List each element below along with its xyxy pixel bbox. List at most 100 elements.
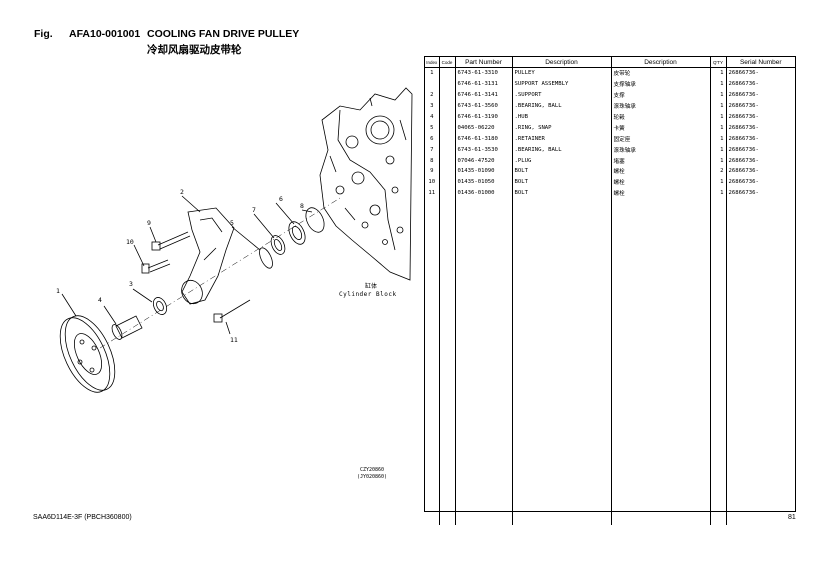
cell-desc: .HUB: [512, 111, 612, 123]
cell-serial: 26866736-: [728, 81, 759, 88]
cell-part: 07046-47520: [455, 155, 513, 167]
blank-row: [425, 264, 795, 275]
block-label: Cylinder Block: [339, 291, 397, 298]
blank-row: [425, 198, 795, 210]
cell-code: [439, 176, 456, 188]
cell-desc_cn: 皮带轮: [611, 67, 711, 79]
pulley-part: [59, 317, 111, 393]
cell-qty: 1: [710, 155, 727, 167]
blank-row: [425, 394, 795, 406]
cell-desc: BOLT: [512, 187, 612, 199]
blank-row: [425, 242, 795, 254]
blank-row: [425, 231, 795, 243]
blank-row: [425, 307, 795, 319]
drawing-ref-code-alt: (JY020860): [356, 474, 388, 480]
blank-row: [425, 209, 795, 221]
header-serial-number: Serial Number: [726, 57, 795, 68]
cell-index: 8: [425, 155, 440, 167]
cell-code: [439, 133, 456, 145]
cell-qty: 1: [710, 111, 727, 123]
washer-part: [152, 297, 168, 315]
cell-serial: 26866736-: [728, 146, 759, 153]
blank-row: [425, 470, 795, 482]
cell-code: [439, 187, 456, 199]
cell-qty: 1: [710, 67, 727, 79]
cell-desc: SUPPORT ASSEMBLY: [512, 78, 612, 90]
cell-code: [439, 89, 456, 101]
cell-code: [439, 111, 456, 123]
cell-desc: .PLUG: [512, 155, 612, 167]
cell-desc_cn: 螺栓: [611, 166, 711, 177]
header-index: Index: [425, 57, 440, 68]
blank-row: [425, 372, 795, 384]
snap-ring: [259, 247, 273, 269]
cell-qty: 1: [710, 100, 727, 112]
block-label-chinese: 缸体: [365, 283, 378, 290]
blank-row: [425, 318, 795, 330]
cell-index: 3: [425, 100, 440, 112]
cell-qty: 1: [710, 78, 727, 90]
cell-desc_cn: 固定座: [611, 133, 711, 145]
cell-desc: BOLT: [512, 166, 612, 177]
exploded-parts-diagram: 1 2 3 4 5 6 7 8 9 10 11: [56, 87, 413, 393]
cell-part: 6746-61-3131: [455, 78, 513, 90]
cell-index: 4: [425, 111, 440, 123]
cell-serial: 26866736-: [728, 70, 759, 77]
blank-row: [425, 340, 795, 352]
header-part-number: Part Number: [455, 57, 513, 68]
callout-5: 5: [230, 219, 234, 227]
cell-desc: .RETAINER: [512, 133, 612, 145]
callout-1: 1: [56, 287, 60, 295]
cell-serial: 26866736-: [728, 190, 759, 197]
bearing-7: [288, 221, 306, 245]
cell-part: 6746-61-3141: [455, 89, 513, 101]
blank-row: [425, 449, 795, 461]
parts-table: Index Code Part Number Description Descr…: [424, 56, 796, 526]
cell-desc_cn: 滚珠轴承: [611, 144, 711, 156]
cell-desc: .BEARING, BALL: [512, 100, 612, 112]
cell-code: [439, 144, 456, 156]
bolt-9: [157, 231, 191, 250]
cell-desc: .RING, SNAP: [512, 122, 612, 134]
blank-row: [425, 383, 795, 395]
cell-desc: .BEARING, BALL: [512, 144, 612, 156]
callout-10: 10: [126, 238, 134, 246]
hub-part: [115, 315, 143, 339]
blank-row: [425, 296, 795, 308]
fig-code: AFA10-001001: [69, 28, 141, 40]
cell-qty: 1: [710, 122, 727, 134]
header-qty: Q'TY: [710, 57, 727, 68]
fig-label: Fig.: [34, 28, 53, 40]
header-description: Description: [512, 57, 612, 68]
cell-code: [439, 166, 456, 177]
cell-index: 11: [425, 187, 440, 199]
blank-row: [425, 503, 795, 515]
cell-desc_cn: 支撑: [611, 89, 711, 101]
callout-11: 11: [230, 336, 238, 344]
cell-index: 9: [425, 166, 440, 177]
cell-desc: PULLEY: [512, 67, 612, 79]
cell-index: [425, 78, 440, 90]
callout-8: 8: [300, 202, 304, 210]
cell-serial: 26866736-: [728, 114, 759, 120]
retainer: [270, 235, 286, 255]
cell-part: 01436-01000: [455, 187, 513, 199]
callout-4: 4: [98, 296, 102, 304]
cell-part: 01435-01090: [455, 166, 513, 177]
page-number: 81: [788, 514, 796, 521]
blank-row: [425, 514, 795, 526]
blank-row: [425, 285, 795, 297]
cell-serial: 26866736-: [728, 135, 759, 142]
blank-row: [425, 253, 795, 265]
cell-code: [439, 122, 456, 134]
cell-index: 6: [425, 133, 440, 145]
cell-part: 6743-61-3310: [455, 67, 513, 79]
cylinder-block: [319, 87, 413, 281]
cell-serial: 26866736-: [728, 103, 759, 110]
